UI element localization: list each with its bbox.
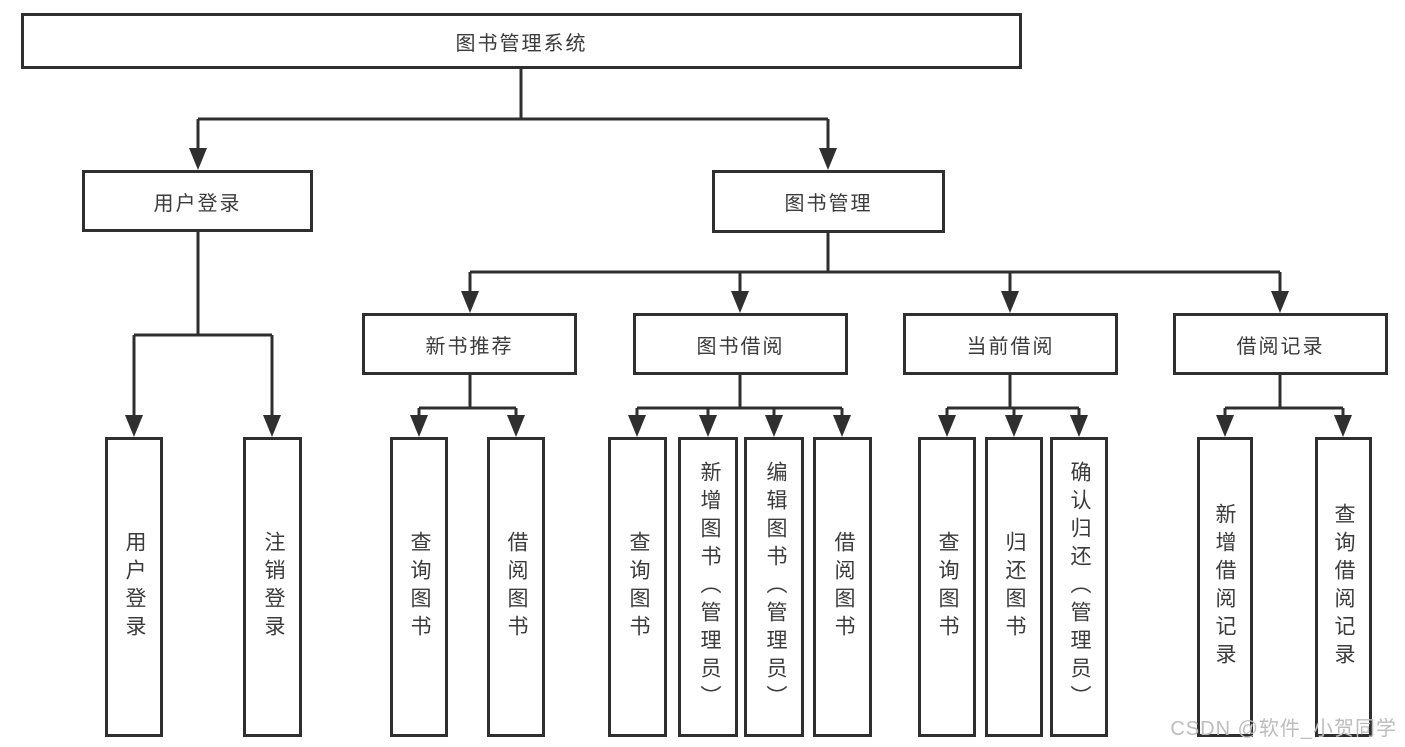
leaf-borrow-book-1: 借阅图书 <box>487 437 545 737</box>
leaf-user-login: 用户登录 <box>105 437 163 737</box>
node-book-borrowing: 图书借阅 <box>633 313 848 375</box>
node-borrow-records: 借阅记录 <box>1173 313 1388 375</box>
arrowhead-icon <box>699 415 717 437</box>
node-user-login: 用户登录 <box>82 170 313 232</box>
node-current-borrowing: 当前借阅 <box>903 313 1118 375</box>
leaf-add-book-admin: 新增图书（管理员） <box>678 437 738 737</box>
arrowhead-icon <box>263 415 281 437</box>
arrowhead-icon <box>731 291 749 313</box>
arrowhead-icon <box>1001 291 1019 313</box>
arrowhead-icon <box>765 415 783 437</box>
arrowhead-icon <box>819 148 837 170</box>
arrowhead-icon <box>189 148 207 170</box>
csdn-watermark: CSDN @软件_小贺同学 <box>1170 718 1397 740</box>
arrowhead-icon <box>1005 415 1023 437</box>
arrowhead-icon <box>833 415 851 437</box>
arrowhead-icon <box>628 415 646 437</box>
leaf-logout: 注销登录 <box>243 437 302 737</box>
arrowhead-icon <box>1334 415 1352 437</box>
leaf-return-book: 归还图书 <box>985 437 1043 737</box>
node-book-management: 图书管理 <box>712 170 945 233</box>
leaf-query-book-3: 查询图书 <box>918 437 976 737</box>
arrowhead-icon <box>461 291 479 313</box>
node-new-book-recommend: 新书推荐 <box>362 313 577 375</box>
leaf-borrow-book-2: 借阅图书 <box>813 437 872 737</box>
leaf-query-book-1: 查询图书 <box>390 437 448 737</box>
leaf-confirm-return-admin: 确认归还（管理员） <box>1050 437 1108 737</box>
arrowhead-icon <box>1216 415 1234 437</box>
leaf-query-book-2: 查询图书 <box>608 437 667 737</box>
arrowhead-icon <box>1271 291 1289 313</box>
leaf-query-borrow-record: 查询借阅记录 <box>1315 437 1372 737</box>
leaf-edit-book-admin: 编辑图书（管理员） <box>744 437 804 737</box>
tree-edges <box>132 69 1345 419</box>
arrowhead-icon <box>507 415 525 437</box>
arrowhead-icon <box>938 415 956 437</box>
arrowhead-icon <box>410 415 428 437</box>
arrowhead-icon <box>1070 415 1088 437</box>
node-library-management-system: 图书管理系统 <box>21 13 1022 69</box>
arrowheads <box>125 148 1352 437</box>
leaf-add-borrow-record: 新增借阅记录 <box>1197 437 1253 737</box>
arrowhead-icon <box>125 415 143 437</box>
